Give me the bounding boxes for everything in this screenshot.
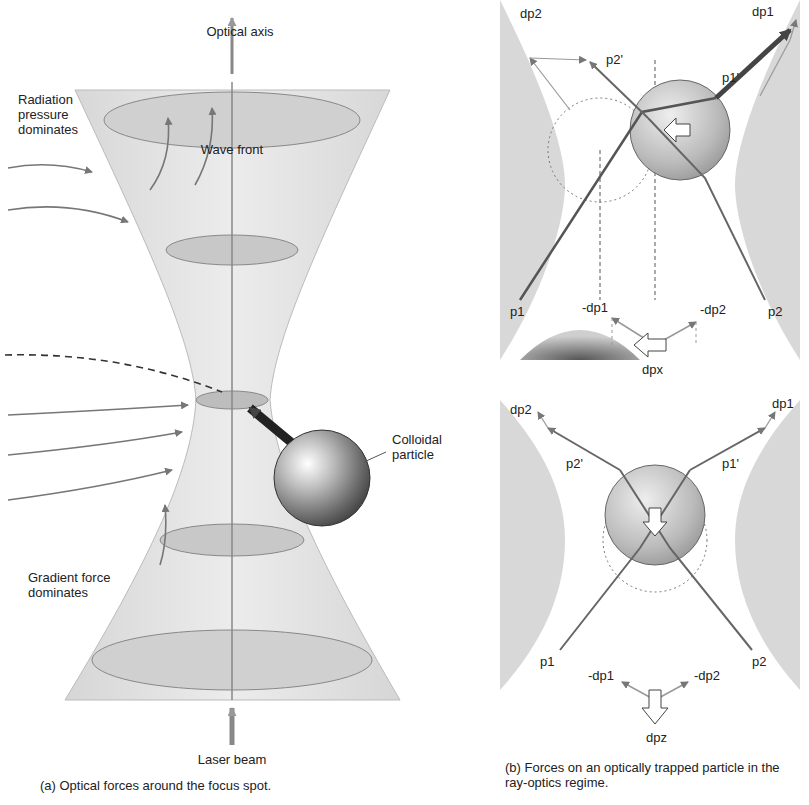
ray-label: p2' (606, 52, 623, 67)
ray-label: p1 (540, 654, 554, 669)
ray-label: p2' (566, 456, 583, 471)
vector-label: -dp1 (588, 668, 614, 683)
wavefront-label: Wave front (201, 142, 263, 157)
part-label: Colloidal particle (392, 432, 472, 462)
region-label: Gradient force dominates (28, 570, 148, 600)
vector-label: dpx (642, 362, 663, 377)
vector-label: dp1 (772, 396, 794, 411)
vector-label: dp1 (752, 4, 774, 19)
ray-label: p1' (722, 70, 739, 85)
ray-label: p1' (722, 456, 739, 471)
vector-label: -dp1 (582, 300, 608, 315)
caption: (b) Forces on an optically trapped parti… (505, 760, 801, 790)
axis-label: Optical axis (200, 24, 280, 39)
vector-label: -dp2 (700, 302, 726, 317)
vector-label: dp2 (510, 402, 532, 417)
vector-label: dp2 (520, 6, 542, 21)
ray-label: p2 (768, 304, 782, 319)
caption: (a) Optical forces around the focus spot… (40, 778, 400, 793)
ray-label: p1 (510, 304, 524, 319)
vector-label: dpz (646, 730, 667, 745)
vector-label: -dp2 (694, 668, 720, 683)
region-label: Radiation pressure dominates (18, 92, 98, 137)
beam-label: Laser beam (198, 752, 267, 767)
ray-label: p2 (752, 654, 766, 669)
